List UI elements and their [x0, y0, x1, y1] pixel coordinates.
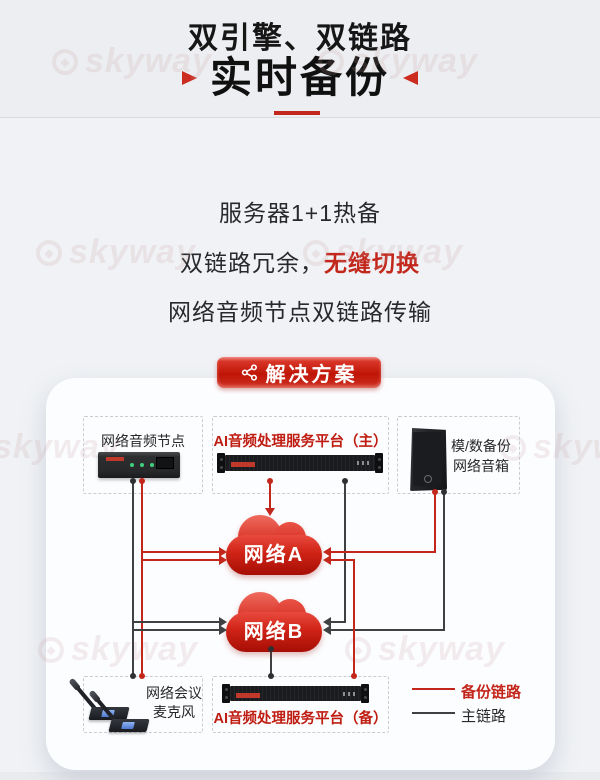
backup-server-box [212, 676, 389, 733]
share-icon [241, 364, 257, 381]
network-b-cloud: 网络B [226, 592, 322, 654]
arrow-right-icon [219, 547, 227, 557]
title-right-triangle-icon [403, 71, 418, 85]
arrow-left-icon [323, 625, 331, 635]
header-subtitle: 双引擎、双链路 [188, 22, 412, 55]
conference-mic-devices [68, 674, 156, 732]
network-b-label: 网络B [243, 621, 305, 643]
mic-unit [88, 686, 156, 732]
bottom-strip [0, 772, 600, 780]
network-a-label: 网络A [243, 544, 305, 566]
backup-server-backup-link [331, 559, 355, 561]
main-server-backup-link [269, 481, 271, 509]
network-a-cloud: 网络A [226, 515, 322, 577]
feature-line-2-highlight: 无缝切换 [324, 250, 420, 276]
main-link-to-network-b [133, 629, 219, 631]
legend-main-label: 主链路 [461, 708, 507, 725]
device-brand-label [236, 692, 260, 698]
audio-node-device [98, 452, 180, 478]
backup-speaker-box [397, 416, 520, 494]
speaker-logo-icon [424, 475, 432, 483]
arrow-left-icon [323, 555, 331, 565]
speaker-backup-link [434, 492, 436, 553]
backup-speaker-device [410, 428, 447, 491]
main-link-to-network-b [133, 621, 219, 623]
arrow-left-icon [323, 547, 331, 557]
title-left-triangle-icon [181, 71, 197, 85]
device-ports [357, 461, 369, 465]
audio-node-box [83, 416, 203, 494]
arrow-right-icon [219, 617, 227, 627]
audio-node-main-trunk-line [132, 481, 134, 676]
backup-link-to-network-a [142, 551, 219, 553]
speaker-main-link [443, 492, 445, 631]
speaker-main-link [331, 629, 444, 631]
legend-backup-label: 备份链路 [461, 684, 522, 701]
legend-main-line [412, 712, 455, 714]
device-leds [130, 463, 154, 467]
feature-line-1: 服务器1+1热备 [218, 200, 381, 226]
header-background [0, 0, 600, 117]
device-display [156, 457, 174, 469]
backup-server-main-link [270, 648, 272, 676]
audio-node-label: 网络音频节点 [101, 433, 185, 449]
backup-speaker-label: 模/数备份 网络音箱 [451, 438, 511, 474]
main-server-box [212, 416, 389, 494]
device-brand-label [106, 457, 124, 461]
main-server-label: AI音频处理服务平台（主） [213, 434, 388, 450]
backup-server-device [222, 684, 369, 703]
main-server-device [217, 453, 383, 473]
arrow-right-icon [219, 625, 227, 635]
header-title-row: 实时备份 [0, 54, 600, 102]
feature-line-2-prefix: 双链路冗余， [180, 250, 324, 276]
backup-link-to-network-a [142, 559, 219, 561]
arrow-left-icon [323, 617, 331, 627]
backup-server-label: AI音频处理服务平台（备） [213, 711, 388, 727]
device-brand-label [231, 462, 255, 467]
backup-server-backup-link [353, 559, 355, 676]
main-server-main-link [331, 621, 346, 623]
header-divider [0, 117, 600, 118]
solution-badge: 解决方案 [217, 357, 381, 388]
speaker-backup-link [331, 551, 435, 553]
title-underline [274, 111, 320, 115]
arrow-down-icon [265, 508, 275, 516]
audio-node-backup-trunk-line [141, 481, 143, 676]
feature-line-3: 网络音频节点双链路传输 [168, 299, 432, 325]
solution-badge-label: 解决方案 [265, 364, 358, 386]
legend-backup-line [412, 688, 455, 690]
arrow-right-icon [219, 555, 227, 565]
device-ports [343, 691, 355, 696]
conference-mic-label: 网络会议 麦克风 [146, 685, 202, 720]
page-title: 实时备份 [209, 54, 390, 101]
feature-line-2: 双链路冗余，无缝切换 [0, 244, 600, 278]
